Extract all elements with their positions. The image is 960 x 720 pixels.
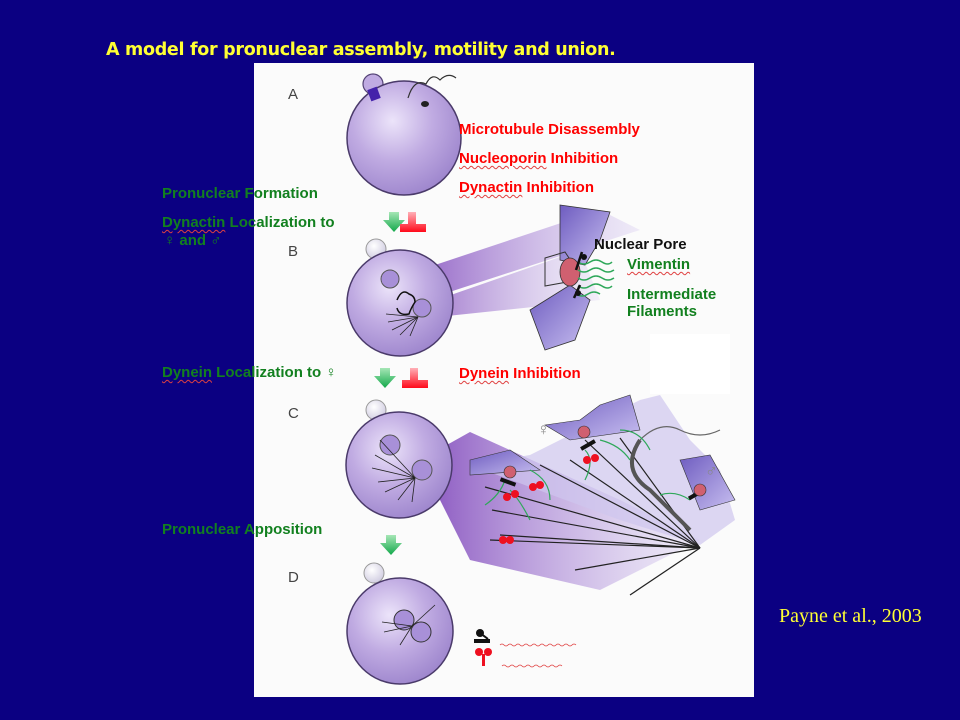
female-pronucleus-c (379, 434, 401, 456)
male-symbol: ♂ (705, 461, 718, 480)
pronuclear-formation-label: Pronuclear Formation (162, 185, 318, 202)
female-pronucleus-b (380, 269, 400, 289)
female-symbol: ♀ (537, 420, 550, 439)
legend-label-2-underline (501, 664, 563, 668)
vimentin-label: Vimentin (627, 256, 691, 273)
nuclear-pore-label: Nuclear Pore (594, 236, 687, 253)
nucleoporin-rest: Inhibition (546, 150, 619, 167)
dynein-localization-label: Dynein Localization to ♀ (162, 364, 337, 381)
dynactin-localization-label: Dynactin Localization to (162, 214, 335, 231)
egg-cell-a (346, 80, 462, 196)
female-and-male-label: ♀ and ♂ (164, 232, 222, 249)
cell-d (346, 562, 454, 685)
legend (474, 629, 577, 668)
pronuclear-apposition-label: Pronuclear Apposition (162, 521, 323, 538)
cell-a (346, 73, 462, 196)
egg-cell-c (345, 411, 453, 519)
dynein-rest: Inhibition (509, 365, 581, 382)
male-pronucleus-d (410, 621, 432, 643)
male-pronucleus-c (411, 459, 433, 481)
inhibit-bar-icon (400, 212, 426, 232)
dynactin-rest: Inhibition (522, 179, 595, 196)
legend-label-1-underline (499, 643, 577, 647)
dynactin-inhibition-label: Dynactin Inhibition (459, 179, 594, 196)
blank-patch (650, 334, 730, 394)
arrows-ab (383, 212, 426, 232)
slide-title: A model for pronuclear assembly, motilit… (106, 40, 616, 60)
dynein-inhibition-label: Dynein Inhibition (459, 365, 581, 382)
polar-body-d (363, 562, 385, 584)
dynein-word: Dynein (459, 365, 510, 382)
nuclear-pore-inset (529, 204, 615, 351)
sperm-head-icon (421, 101, 429, 107)
promote-arrow-icon (374, 368, 396, 388)
intermediate-label: Intermediate (627, 286, 717, 303)
nucleoporin-word: Nucleoporin (459, 150, 547, 167)
microtubule-disassembly-label: Microtubule Disassembly (459, 121, 640, 138)
male-pronucleus-b (412, 298, 432, 318)
egg-cell-d (346, 577, 454, 685)
filaments-label: Filaments (627, 303, 698, 320)
meiotic-spindle-icon (367, 86, 381, 102)
female-pronucleus-d (393, 609, 415, 631)
promote-arrow-icon (383, 212, 405, 232)
dynein-localization-rest: Localization to ♀ (212, 364, 337, 381)
promote-arrow-icon (380, 535, 402, 555)
dynein-word: Dynein (162, 364, 213, 381)
panel-label-d: D (288, 569, 299, 586)
nucleoporin-inhibition-label: Nucleoporin Inhibition (459, 150, 618, 167)
panel-label-c: C (288, 405, 299, 422)
dynactin-word: Dynactin (162, 214, 226, 231)
dynactin-symbol-icon (474, 629, 490, 643)
panel-label-b: B (288, 243, 299, 260)
nuclear-pore-icon (559, 257, 581, 287)
dynactin-localization-rest: Localization to (225, 214, 335, 231)
egg-cell-b (346, 249, 454, 357)
nuclear-pores-icon (503, 425, 707, 497)
dynactin-word: Dynactin (459, 179, 523, 196)
inhibit-bar-icon (402, 368, 428, 388)
aster-inset (469, 394, 736, 596)
sperm-tail-icon (407, 74, 457, 99)
vimentin-filaments-icon (575, 259, 615, 297)
panel-label-a: A (288, 86, 299, 103)
dynein-symbol-icon (475, 648, 492, 666)
dynein-symbols-icon (499, 454, 599, 544)
arrows-bc (374, 368, 428, 388)
citation: Payne et al., 2003 (779, 605, 922, 627)
